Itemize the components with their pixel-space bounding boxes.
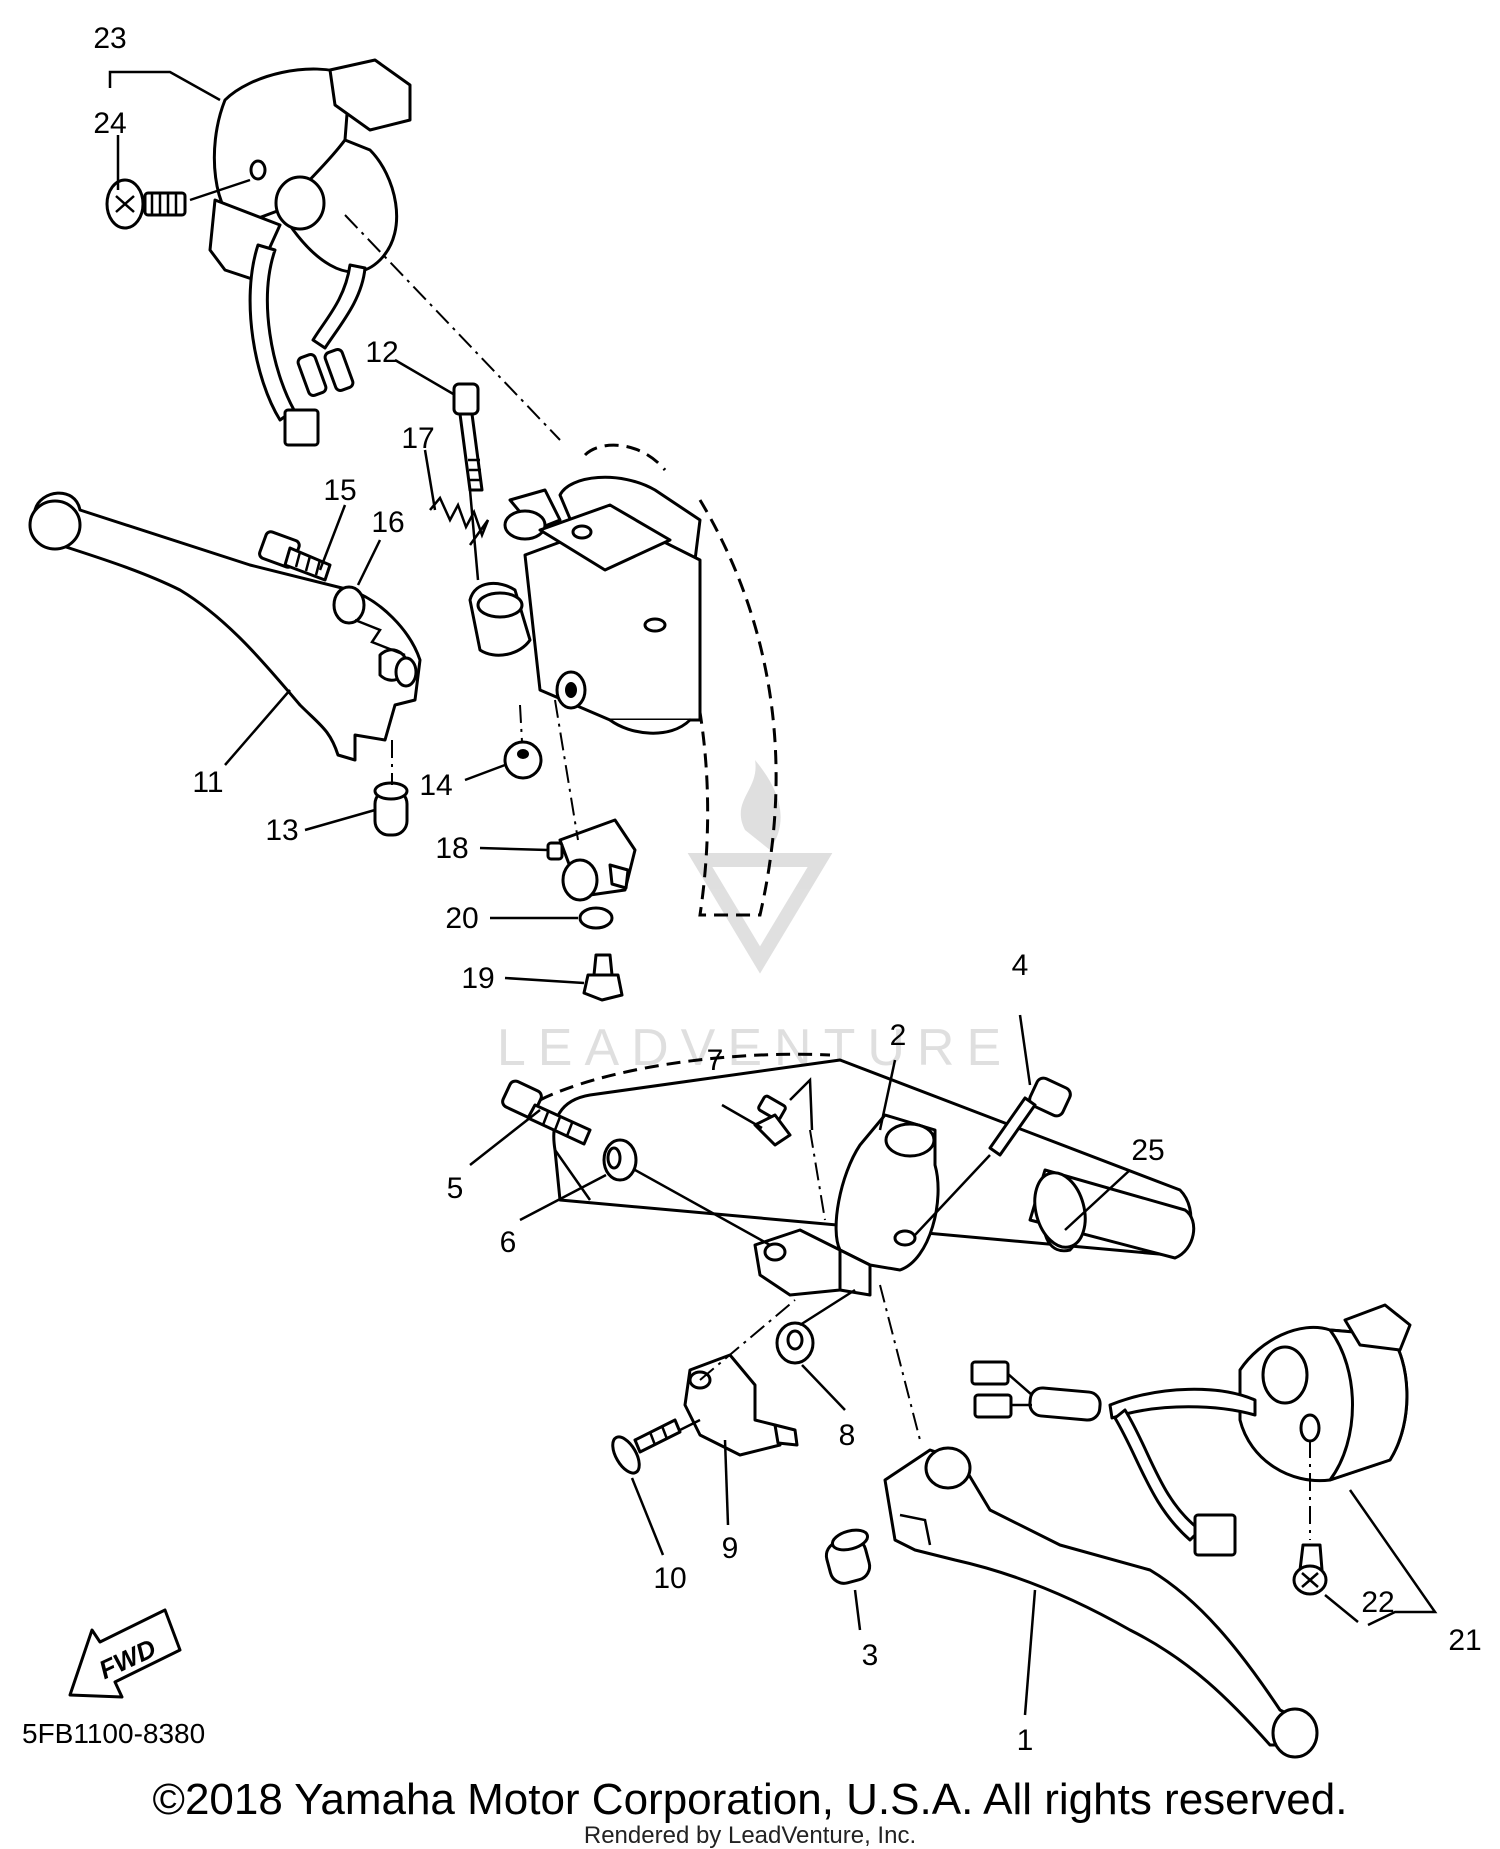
collar-14 (503, 740, 543, 780)
callout-1: 1 (1017, 1724, 1034, 1757)
callout-18: 18 (435, 832, 468, 865)
callout-14: 14 (419, 769, 452, 802)
rendered-by: Rendered by LeadVenture, Inc. (583, 1822, 917, 1849)
bolt-12 (452, 382, 484, 492)
fwd-arrow: FWD (68, 1608, 182, 1699)
callout-4: 4 (1012, 949, 1029, 982)
screw-24 (105, 178, 187, 230)
callout-22: 22 (1361, 1586, 1394, 1619)
callout-17: 17 (401, 422, 434, 455)
callout-10: 10 (653, 1562, 686, 1595)
callout-7: 7 (707, 1044, 724, 1077)
callout-16: 16 (371, 506, 404, 539)
part-code: 5FB1100-8380 (22, 1718, 206, 1749)
callout-2: 2 (890, 1019, 907, 1052)
callout-labels: 23 24 12 17 15 16 11 13 14 18 20 19 2 4 … (93, 22, 1481, 1757)
spring-17 (429, 495, 490, 546)
collar-16 (332, 585, 366, 625)
callout-5: 5 (447, 1172, 464, 1205)
bolt-5 (501, 1079, 592, 1146)
leader-lines (108, 70, 1438, 1716)
svg-text:LEADVENTURE: LEADVENTURE (497, 1019, 1013, 1077)
bolt-15 (258, 530, 332, 582)
callout-11: 11 (192, 766, 223, 799)
callout-3: 3 (862, 1639, 879, 1672)
handlebar-switch-left (208, 58, 412, 447)
collar-13 (373, 781, 409, 837)
screw-10 (611, 1418, 682, 1475)
callout-12: 12 (365, 336, 398, 369)
grip-25 (1028, 1168, 1196, 1260)
callout-15: 15 (323, 474, 356, 507)
clutch-lever-1 (883, 1446, 1319, 1759)
screw-7 (753, 1094, 792, 1147)
screw-22 (1292, 1543, 1328, 1596)
nut-6 (602, 1138, 638, 1182)
nut-8 (775, 1321, 815, 1365)
callout-20: 20 (445, 902, 478, 935)
callout-19: 19 (461, 962, 494, 995)
screw-19 (582, 953, 624, 1002)
leadventure-watermark: LEADVENTURE (497, 760, 1013, 1077)
clutch-bracket-2 (753, 1113, 940, 1297)
brake-lever-11 (28, 491, 422, 762)
callout-13: 13 (265, 814, 298, 847)
master-cylinder (468, 443, 778, 917)
callout-9: 9 (722, 1532, 739, 1565)
callout-21: 21 (1448, 1624, 1481, 1657)
brake-switch-18 (546, 818, 637, 902)
callout-24: 24 (93, 107, 126, 140)
handlebar-switch-right (970, 1303, 1412, 1557)
callout-6: 6 (500, 1226, 517, 1259)
collar-3 (824, 1528, 872, 1585)
callout-8: 8 (839, 1419, 856, 1452)
bolt-4 (988, 1076, 1072, 1157)
clutch-switch-9 (683, 1353, 799, 1457)
washer-20 (578, 906, 614, 930)
callout-25: 25 (1131, 1134, 1164, 1167)
callout-23: 23 (93, 22, 126, 55)
copyright-notice: ©2018 Yamaha Motor Corporation, U.S.A. A… (152, 1775, 1348, 1824)
